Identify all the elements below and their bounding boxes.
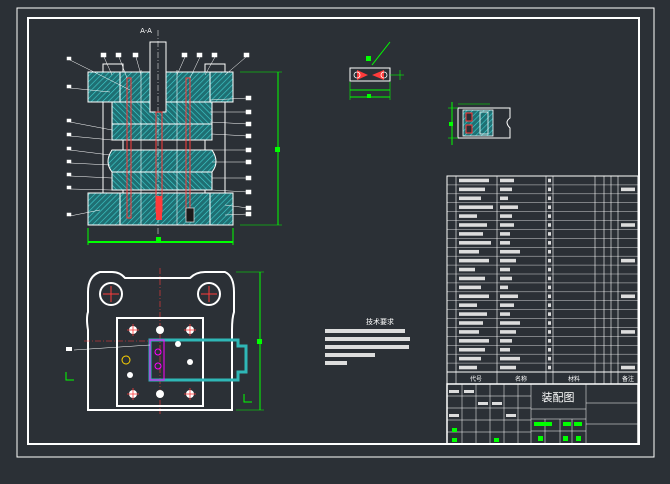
section-label: A-A — [140, 27, 152, 35]
title-block: 装配图 — [446, 383, 639, 445]
title-block-title: 装配图 — [542, 391, 575, 404]
bom-table: 代号 名称 材料 备注 — [446, 175, 639, 385]
bom-header-name: 名称 — [515, 375, 527, 383]
bom-header-notes: 备注 — [622, 375, 634, 383]
tech-requirements: 技术要求 — [325, 317, 410, 365]
tech-req-title: 技术要求 — [366, 317, 394, 326]
inner-frame — [27, 17, 640, 445]
outer-frame — [16, 7, 655, 458]
bom-header-code: 代号 — [470, 375, 482, 383]
detail-view-strip — [349, 41, 404, 100]
detail-view-part — [448, 102, 511, 145]
front-section-view: A-A — [66, 27, 282, 245]
bom-header-material: 材料 — [568, 375, 580, 383]
plan-view — [65, 268, 264, 414]
